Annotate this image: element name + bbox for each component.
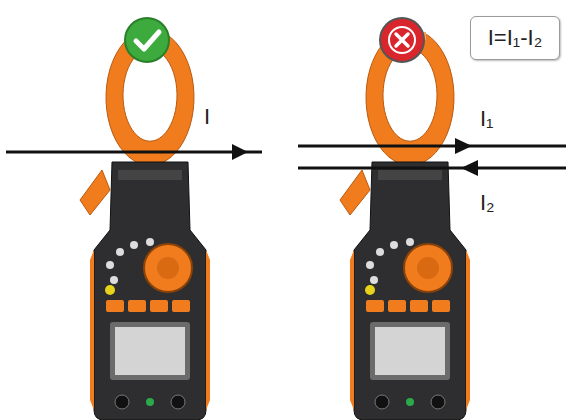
formula-text: I=I₁-I₂: [488, 25, 542, 51]
current-arrow: [455, 138, 472, 154]
correct-icon: [125, 18, 169, 62]
current-label: I: [204, 104, 210, 130]
current-arrow: [232, 144, 248, 160]
wire: [298, 145, 566, 148]
clamp-meter: [340, 30, 470, 420]
wire: [6, 151, 262, 154]
current-label: I₂: [480, 190, 495, 216]
current-arrow: [461, 160, 478, 176]
current-label: I₁: [480, 106, 494, 132]
wire: [298, 167, 566, 170]
formula-box: I=I₁-I₂: [470, 16, 560, 60]
clamp-meter: [80, 30, 210, 420]
wrong-icon: [380, 18, 424, 62]
